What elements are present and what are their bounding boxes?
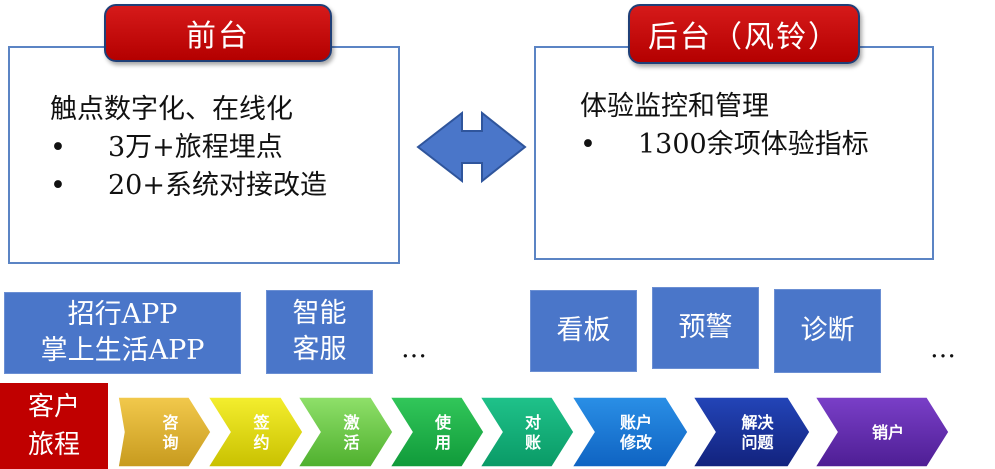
back-content: 体验监控和管理 •1300余项体验指标 xyxy=(580,88,869,164)
journey-step-label: 约 xyxy=(253,433,269,452)
back-bullet-1: •1300余项体验指标 xyxy=(580,126,869,164)
tile-smart-service: 智能 客服 xyxy=(266,290,373,374)
journey-step-8 xyxy=(813,396,950,468)
front-ellipsis: … xyxy=(401,334,428,364)
bullet-dot-icon: • xyxy=(580,129,596,160)
back-panel xyxy=(534,46,934,260)
front-heading: 触点数字化、在线化 xyxy=(50,94,293,125)
bullet-dot-icon: • xyxy=(50,170,66,201)
front-title: 前台 xyxy=(104,4,332,62)
tile-dashboard: 看板 xyxy=(530,290,637,372)
journey-step-2 xyxy=(206,396,304,468)
journey-step-label: 活 xyxy=(343,433,359,452)
back-heading: 体验监控和管理 xyxy=(580,91,769,122)
journey-step-6 xyxy=(570,396,689,468)
journey-step-1 xyxy=(117,396,212,468)
journey-step-label: 激 xyxy=(343,413,359,432)
journey-step-label: 使 xyxy=(434,413,452,432)
front-content: 触点数字化、在线化 •3万+旅程埋点 •20+系统对接改造 xyxy=(50,91,327,205)
journey-step-label: 咨 xyxy=(162,413,178,432)
tile-alert: 预警 xyxy=(652,287,759,369)
journey-step-label: 签 xyxy=(252,413,270,432)
tile-app: 招行APP 掌上生活APP xyxy=(4,292,241,374)
journey-step-3 xyxy=(296,396,394,468)
journey-label: 客户 旅程 xyxy=(0,383,108,469)
journey-step-7 xyxy=(691,396,811,468)
tile-diagnosis: 诊断 xyxy=(774,289,881,373)
journey-step-label: 修改 xyxy=(619,433,653,452)
journey-step-label: 账户 xyxy=(620,413,652,432)
journey-step-5 xyxy=(478,396,575,468)
journey-step-label: 销户 xyxy=(872,423,904,442)
back-ellipsis: … xyxy=(930,334,957,364)
journey-step-label: 询 xyxy=(162,433,178,452)
front-panel xyxy=(8,46,400,264)
bullet-dot-icon: • xyxy=(50,132,66,163)
journey-step-label: 问题 xyxy=(741,433,774,452)
back-title: 后台（风铃） xyxy=(628,4,860,64)
journey-step-4 xyxy=(388,396,485,468)
front-bullet-2: •20+系统对接改造 xyxy=(50,167,327,205)
journey-step-label: 用 xyxy=(435,433,451,452)
front-bullet-1: •3万+旅程埋点 xyxy=(50,129,327,167)
journey-step-label: 对 xyxy=(525,413,541,432)
journey-step-label: 账 xyxy=(525,433,541,452)
journey-step-label: 解决 xyxy=(741,413,774,432)
